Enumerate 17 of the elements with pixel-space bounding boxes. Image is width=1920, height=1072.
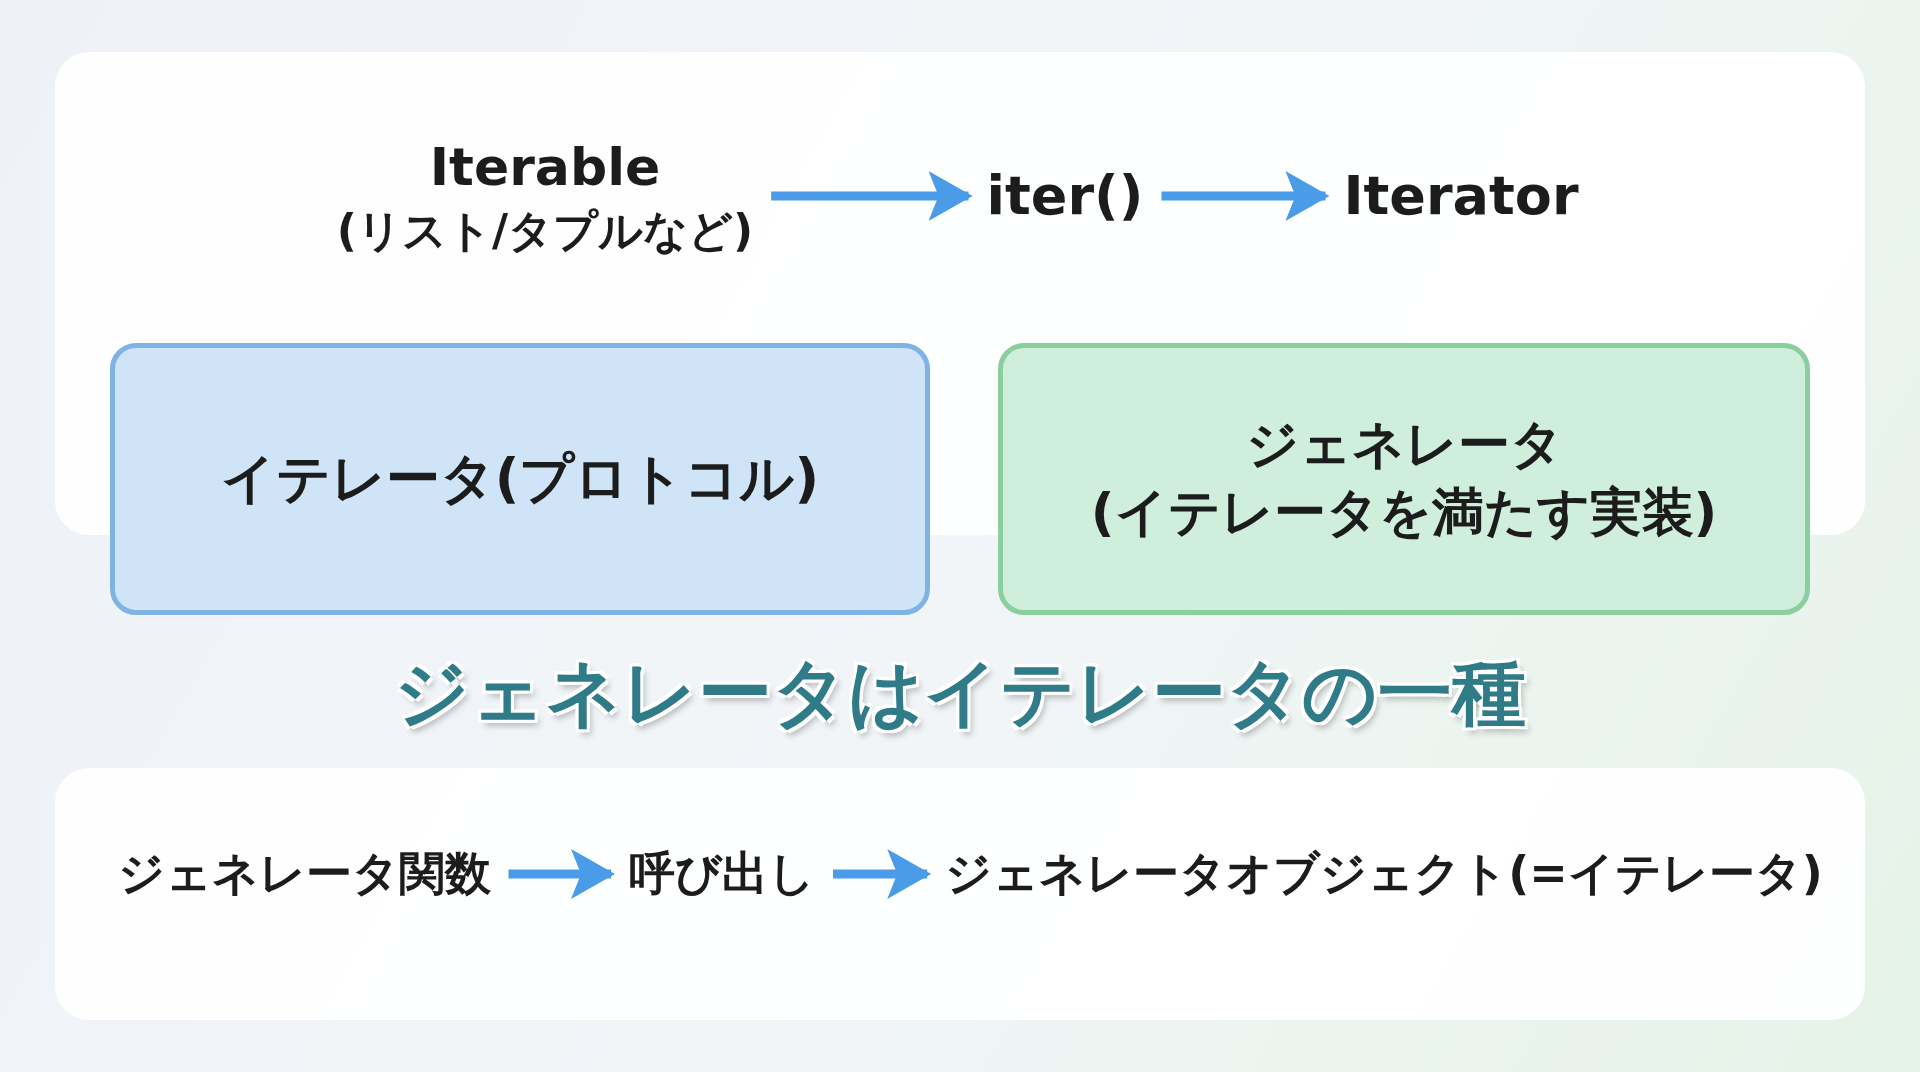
node-label: ジェネレータオブジェクト(=イテレータ) — [945, 845, 1823, 903]
node-label: Iterable — [428, 135, 662, 199]
node-label: Iterator — [1343, 162, 1579, 229]
node-label: ジェネレータ — [1245, 413, 1563, 477]
label-box — [110, 343, 930, 615]
arrow — [771, 171, 973, 221]
arrow — [833, 849, 932, 899]
arrow — [508, 849, 615, 899]
label-box — [998, 343, 1810, 615]
headline-text: ジェネレータはイテレータの一種 — [394, 648, 1526, 737]
node-label: ジェネレータ関数 — [117, 845, 491, 903]
node-label: iter() — [986, 162, 1144, 229]
node-subtitle: (イテレータを満たす実装) — [1090, 481, 1718, 544]
node-label: 呼び出し — [629, 845, 815, 903]
node-subtitle: (リスト/タプルなど) — [336, 203, 754, 258]
node-label: イテレータ(プロトコル) — [220, 445, 820, 512]
arrow — [1161, 171, 1330, 221]
